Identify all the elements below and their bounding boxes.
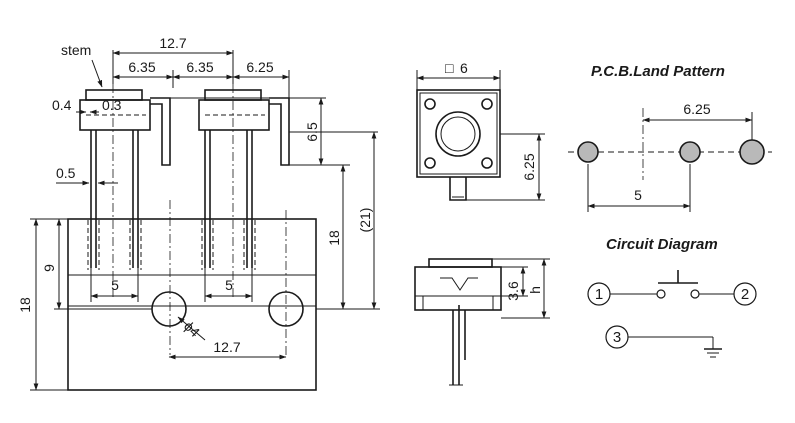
dim-pcb-pitch-bottom: 5 [634, 187, 642, 203]
land-pad-3 [739, 139, 765, 165]
dim-body-height: 3.6 [505, 281, 521, 301]
top-view: □ 6 6.25 [416, 60, 545, 201]
dim-height-18-right: 18 [326, 230, 342, 246]
switch-1-body [79, 99, 151, 131]
dim-cap-a: 0.4 [52, 97, 72, 113]
front-view: 3.6 h [414, 258, 550, 386]
dim-pitch-right: 5 [225, 277, 233, 293]
dim-hole-spacing: 12.7 [213, 339, 240, 355]
terminal-1-label: 1 [595, 286, 603, 303]
dim-h: h [527, 286, 543, 294]
dim-pitch-left: 5 [111, 277, 119, 293]
pcb-land-pattern: P.C.B.Land Pattern 6.25 5 [568, 63, 772, 212]
dim-top-width: 6 [460, 60, 468, 76]
dim-pin-height: 6.5 [304, 122, 320, 142]
circuit-diagram: Circuit Diagram 1 2 3 [587, 236, 757, 358]
front-body [414, 266, 502, 311]
dim-cap-b: 0.3 [102, 97, 122, 113]
pcb-land-pattern-title: P.C.B.Land Pattern [591, 63, 725, 80]
dim-top-depth: 6.25 [521, 153, 537, 180]
dim-height-9: 9 [41, 264, 57, 272]
terminal-2-label: 2 [741, 286, 749, 303]
stem-label: stem [61, 42, 91, 58]
dim-height-21: (21) [357, 208, 373, 233]
dim-top-total: 12.7 [159, 35, 186, 51]
dim-top-mid: 6.35 [186, 59, 213, 75]
mounting-hole-left [151, 291, 187, 327]
circuit-diagram-title: Circuit Diagram [606, 236, 718, 253]
dim-pcb-pitch-top: 6.25 [683, 101, 710, 117]
dim-top-right: 6.25 [246, 59, 273, 75]
land-pad-1 [577, 141, 599, 163]
switch-2-body [198, 99, 270, 131]
dim-height-18-left: 18 [17, 297, 33, 313]
side-view: 12.7 6.35 6.35 6.25 stem 0.4 0.3 0.5 6.5… [17, 35, 380, 391]
top-square-symbol: □ [445, 60, 454, 76]
land-pad-2 [679, 141, 701, 163]
dim-hole-diameter: ϕ4 [181, 318, 204, 341]
terminal-2-circle [733, 282, 757, 306]
dim-top-left: 6.35 [128, 59, 155, 75]
dim-lead: 0.5 [56, 165, 76, 181]
top-body [416, 89, 501, 178]
panel-board [67, 218, 317, 391]
terminal-3-label: 3 [613, 329, 621, 346]
